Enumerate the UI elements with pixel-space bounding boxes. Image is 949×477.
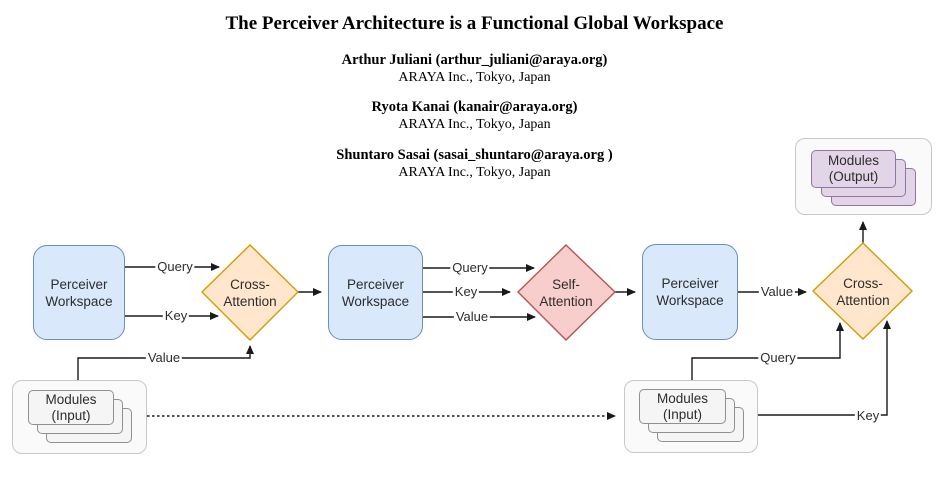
modules-output-stack: Modules (Output) <box>795 138 932 215</box>
author-1-affiliation: ARAYA Inc., Tokyo, Japan <box>398 70 551 85</box>
edge-label-query-2: Query <box>450 260 490 275</box>
modules-output-label: Modules (Output) <box>811 150 896 188</box>
modules-input-2-label: Modules (Input) <box>639 389 726 424</box>
self-attention-diamond <box>517 244 617 341</box>
self-attention-label: Self- Attention <box>539 277 593 309</box>
modules-input-1-label: Modules (Input) <box>28 390 114 425</box>
edge-label-query-1: Query <box>155 259 195 274</box>
edge-label-value-1: Value <box>145 350 183 365</box>
perceiver-workspace-2: Perceiver Workspace <box>328 245 423 340</box>
paper-title: The Perceiver Architecture is a Function… <box>225 13 724 34</box>
cross-attention-1-label: Cross- Attention <box>223 277 277 309</box>
perceiver-workspace-3: Perceiver Workspace <box>642 244 738 340</box>
edge-label-key-1: Key <box>162 308 190 323</box>
cross-attention-diamond-2 <box>811 242 914 340</box>
edge-label-value-2: Value <box>453 309 491 324</box>
edge-label-key-3: Key <box>854 408 882 423</box>
modules-input-stack-1: Modules (Input) <box>12 380 147 454</box>
edge-label-query-3: Query <box>758 350 798 365</box>
edge-label-value-3: Value <box>758 284 796 299</box>
modules-input-stack-2: Modules (Input) <box>624 380 758 453</box>
edge-key-3 <box>758 320 891 416</box>
cross-attention-diamond-1 <box>201 244 299 341</box>
perceiver-workspace-1: Perceiver Workspace <box>33 245 125 340</box>
author-2-name: Ryota Kanai (kanair@araya.org) <box>371 99 578 115</box>
edge-label-key-2: Key <box>452 284 480 299</box>
author-3-affiliation: ARAYA Inc., Tokyo, Japan <box>398 165 551 180</box>
author-1-name: Arthur Juliani (arthur_juliani@araya.org… <box>341 52 608 68</box>
author-3-name: Shuntaro Sasai (sasai_shuntaro@araya.org… <box>336 147 613 163</box>
author-2-affiliation: ARAYA Inc., Tokyo, Japan <box>398 117 551 132</box>
cross-attention-2-label: Cross- Attention <box>836 276 890 308</box>
